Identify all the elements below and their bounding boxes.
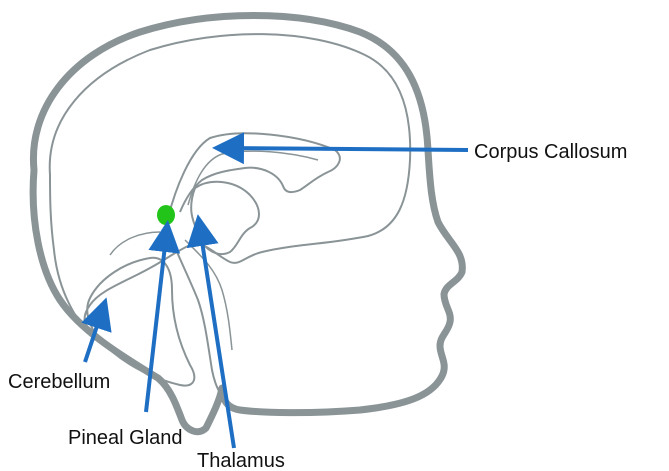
brain-outline	[50, 34, 410, 340]
brainstem-shape	[172, 240, 226, 400]
corpus-callosum-shape	[168, 133, 340, 218]
thalamus-label: Thalamus	[197, 450, 285, 471]
cerebellum-label: Cerebellum	[8, 371, 110, 393]
corpus-callosum-label: Corpus Callosum	[474, 141, 627, 163]
cerebellum-detail	[110, 232, 160, 255]
corpus-callosum-arrow	[220, 148, 468, 150]
pineal-gland-label: Pineal Gland	[68, 427, 183, 449]
pineal-gland-dot	[157, 205, 175, 225]
thalamus-arrow	[199, 222, 234, 448]
